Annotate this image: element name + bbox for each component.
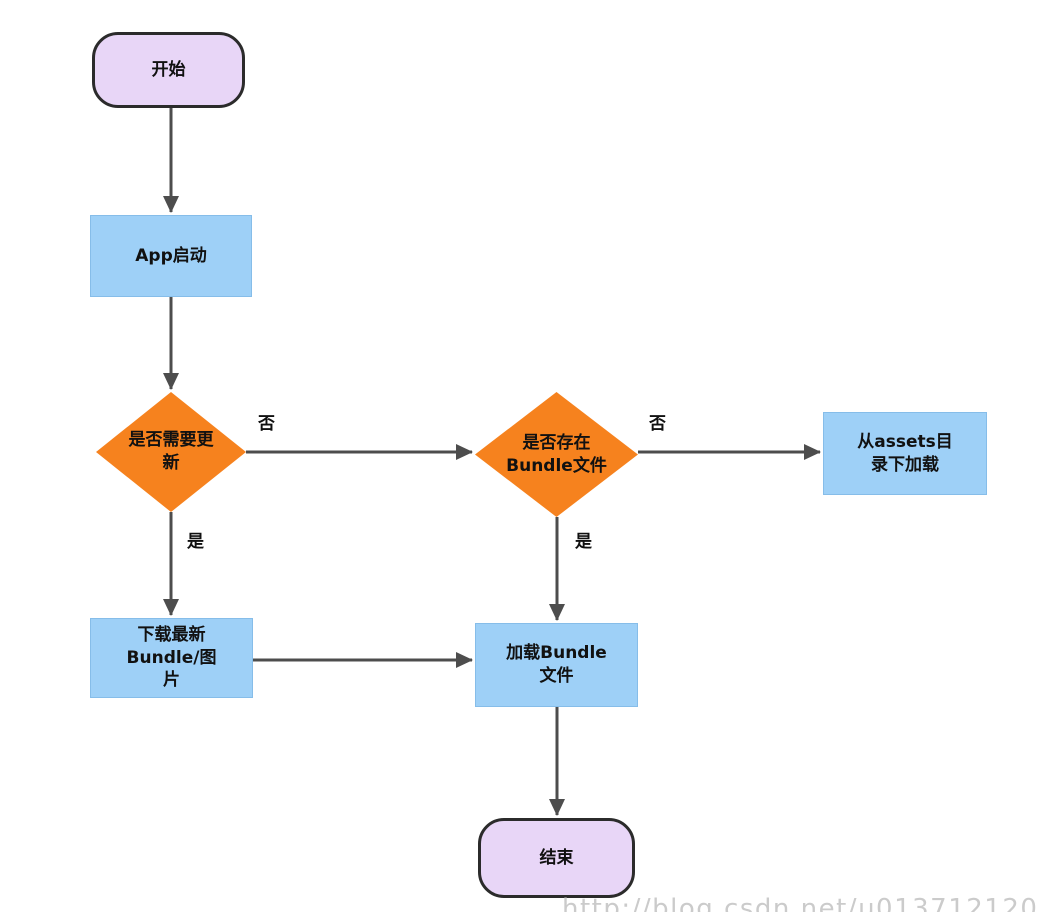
csdn-watermark: http://blog.csdn.net/u013712120 (562, 894, 1039, 912)
load-from-assets-node: 从assets目 录下加载 (823, 412, 987, 495)
start-node: 开始 (92, 32, 245, 108)
download-bundle-node: 下载最新 Bundle/图 片 (90, 618, 253, 698)
edge-label-need-update-yes: 是 (187, 532, 204, 552)
end-node: 结束 (478, 818, 635, 898)
edge-label-need-update-no: 否 (258, 414, 275, 434)
need-update-decision-node: 是否需要更 新 (96, 392, 246, 512)
app-launch-node: App启动 (90, 215, 252, 297)
edge-label-bundle-exists-yes: 是 (575, 532, 592, 552)
load-bundle-node: 加载Bundle 文件 (475, 623, 638, 707)
bundle-exists-decision-node: 是否存在 Bundle文件 (475, 392, 638, 517)
edge-label-bundle-exists-no: 否 (649, 414, 666, 434)
